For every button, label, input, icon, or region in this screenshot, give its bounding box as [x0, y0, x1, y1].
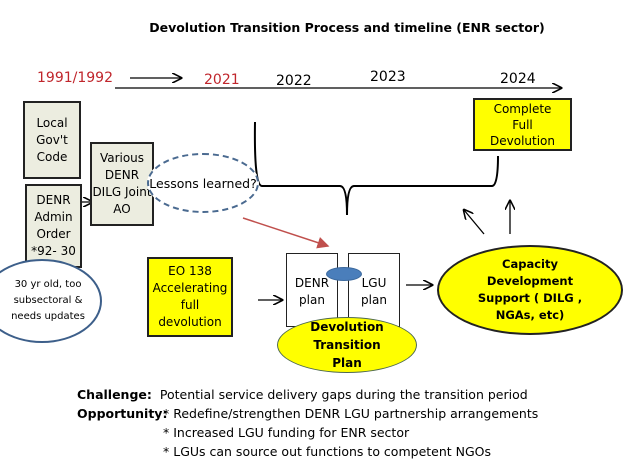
lgu-plan-box: LGU plan: [348, 253, 400, 327]
opportunity-label: Opportunity:: [77, 406, 168, 421]
denr-admin-order-box: DENR Admin Order *92- 30: [25, 184, 82, 268]
red-arrow-lessons: [242, 217, 330, 249]
year-2024: 2024: [500, 71, 536, 87]
denr-plan-box: DENR plan: [286, 253, 338, 327]
opportunity-item: * Increased LGU funding for ENR sector: [163, 425, 410, 440]
capacity-development-ellipse: Capacity Development Support ( DILG , NG…: [437, 245, 623, 335]
lessons-learned-ellipse: Lessons learned?: [147, 153, 259, 213]
challenge-row: Challenge: Potential service delivery ga…: [77, 387, 528, 403]
arrow-diag-up: [464, 210, 485, 235]
year-2023: 2023: [370, 69, 406, 85]
opportunity-item: * Redefine/strengthen DENR LGU partnersh…: [163, 406, 539, 421]
opportunity-item: * LGUs can source out functions to compe…: [163, 444, 492, 459]
eo138-box: EO 138 Accelerating full devolution: [147, 257, 233, 337]
challenge-label: Challenge:: [77, 387, 152, 402]
devolution-transition-plan-ellipse: Devolution Transition Plan: [277, 317, 417, 373]
local-govt-code-box: Local Gov't Code: [23, 101, 81, 179]
challenge-text: Potential service delivery gaps during t…: [159, 387, 528, 402]
bracket: [253, 121, 499, 216]
link-connector-icon: [326, 267, 362, 281]
year-2021: 2021: [204, 72, 240, 88]
year-2022: 2022: [276, 73, 312, 89]
complete-full-devolution-box: Complete Full Devolution: [473, 98, 572, 151]
outdated-note-ellipse: 30 yr old, too subsectoral & needs updat…: [0, 259, 102, 343]
joint-ao-box: Various DENR DILG Joint AO: [90, 142, 154, 226]
page-title: Devolution Transition Process and timeli…: [149, 20, 545, 35]
year-1991: 1991/1992: [37, 70, 113, 86]
